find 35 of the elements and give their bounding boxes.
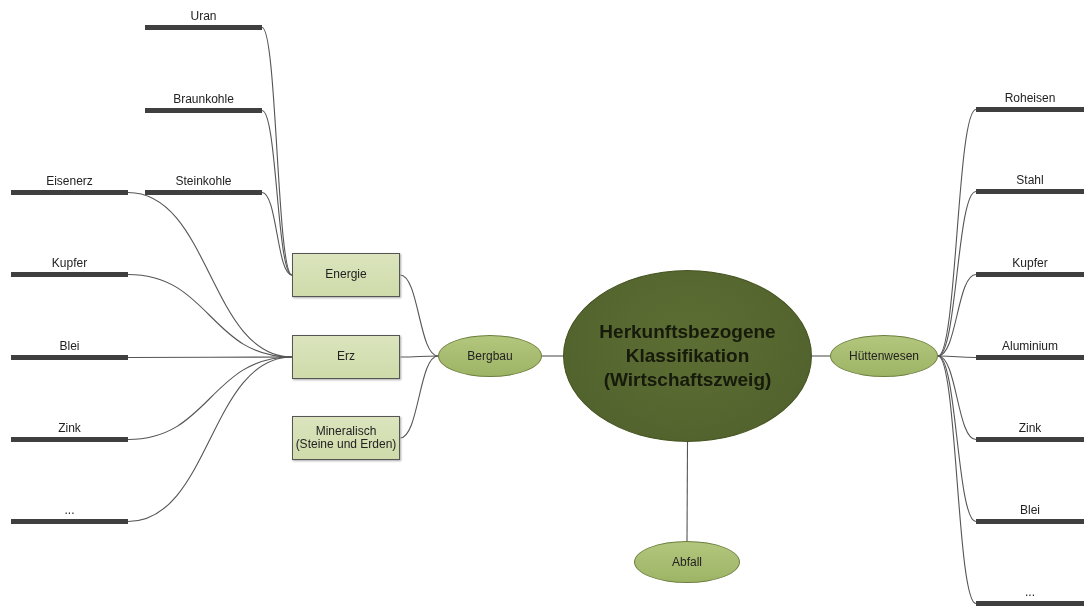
underlined-topic: ... [976,584,1084,606]
topic-ellipse: Bergbau [438,335,542,377]
underlined-topic: ... [11,502,128,524]
connector-line [261,191,293,276]
connector-line [261,109,293,276]
underlined-topic: Eisenerz [11,173,128,195]
connector-line [937,355,977,605]
subtopic-box: Energie [292,253,400,297]
underlined-topic: Uran [145,8,262,30]
underlined-topic: Roheisen [976,90,1084,112]
topic-ellipse: Hüttenwesen [830,335,938,377]
connector-line [937,355,977,523]
subtopic-box: Mineralisch (Steine und Erden) [292,416,400,460]
underlined-topic: Zink [976,420,1084,442]
connector-line [811,355,831,357]
underlined-topic: Braunkohle [145,91,262,113]
connector-line [686,441,689,542]
topic-ellipse: Abfall [634,541,740,583]
underlined-topic: Blei [11,338,128,360]
underlined-topic: Stahl [976,172,1084,194]
underlined-topic: Kupfer [976,255,1084,277]
underlined-topic: Steinkohle [145,173,262,195]
underlined-topic: Aluminium [976,338,1084,360]
connector-line [399,355,439,358]
connector-line [937,108,977,357]
subtopic-box: Erz [292,335,400,379]
connector-line [127,356,293,523]
underlined-topic: Kupfer [11,255,128,277]
connector-line [261,26,293,276]
underlined-topic: Blei [976,502,1084,524]
connector-line [937,190,977,357]
underlined-topic: Zink [11,420,128,442]
connector-line [541,355,564,357]
central-topic-ellipse: Herkunftsbezogene Klassifikation (Wirtschaftszweig) [563,270,812,442]
connector-line [399,355,439,439]
